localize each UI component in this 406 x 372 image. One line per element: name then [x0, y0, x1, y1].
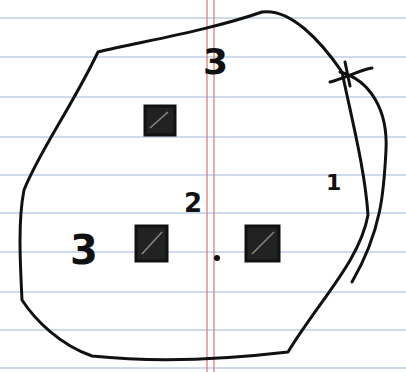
callout-number: 2 — [184, 190, 202, 216]
callout-number: 1 — [326, 172, 341, 194]
callout-number: 3 — [70, 230, 98, 270]
callout-number: 3 — [203, 44, 228, 80]
